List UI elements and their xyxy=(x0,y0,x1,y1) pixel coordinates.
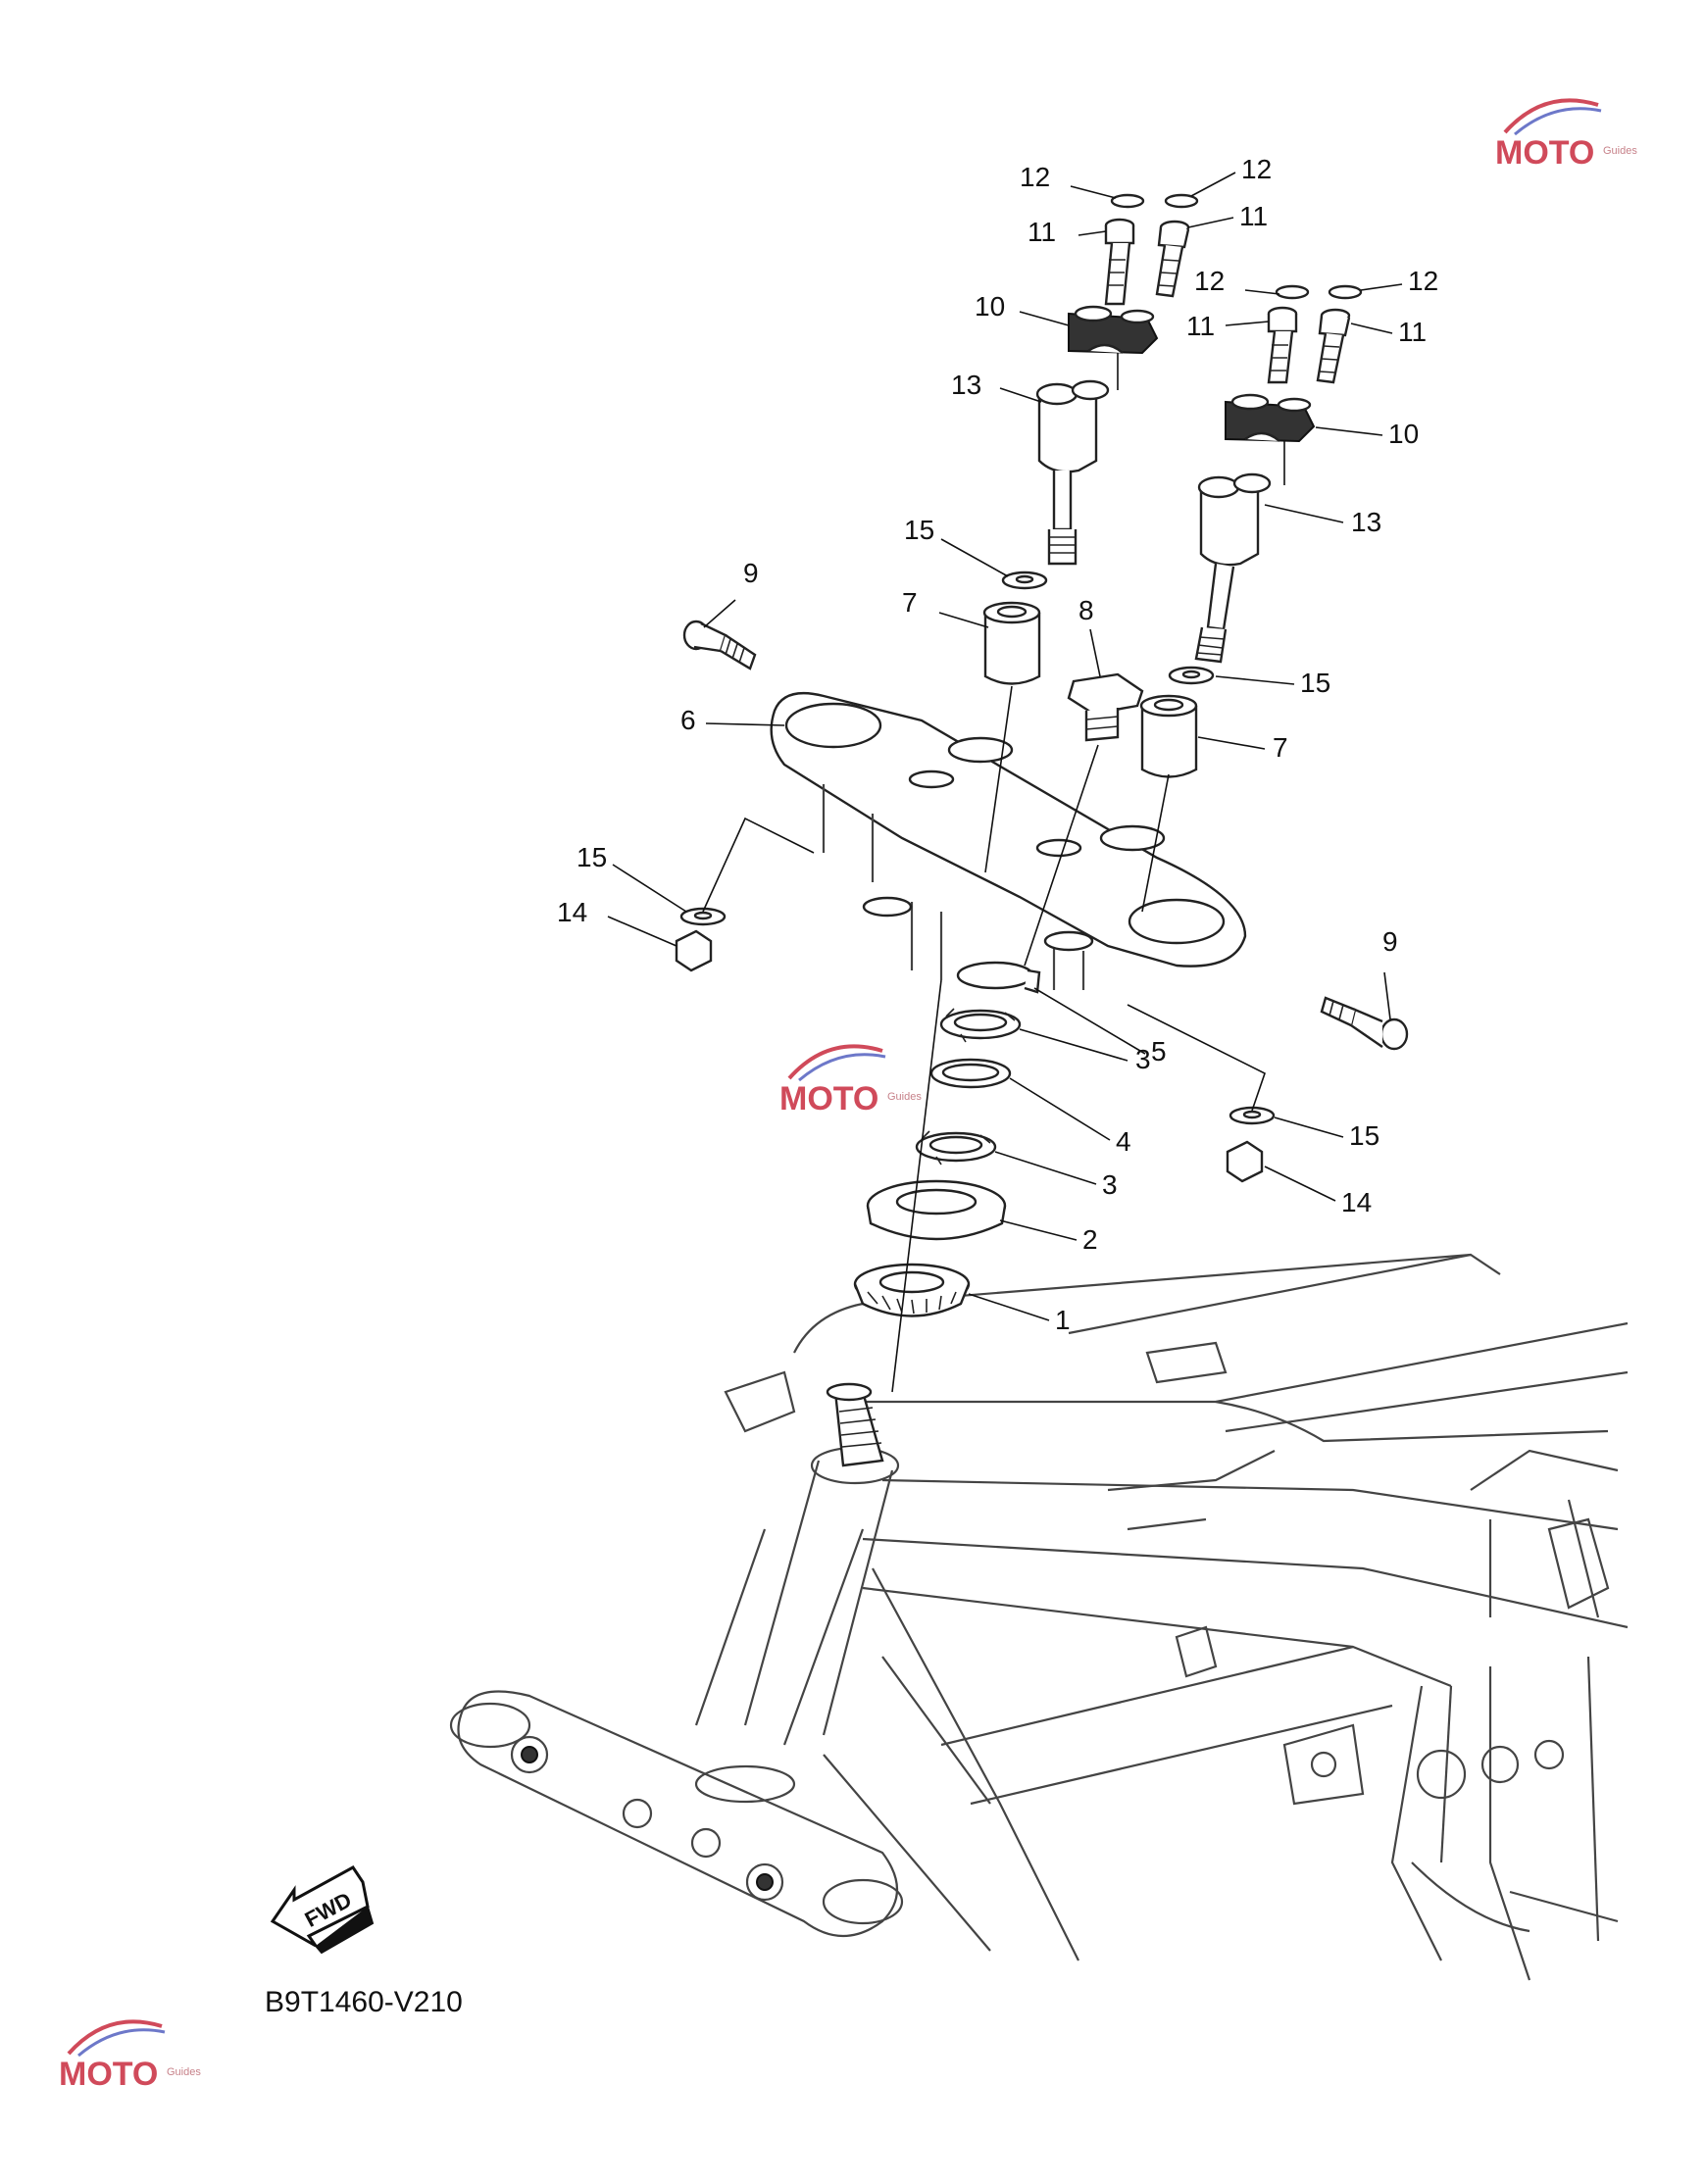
callout-15: 15 xyxy=(577,842,607,872)
callout-14: 14 xyxy=(557,897,587,927)
part-3-ring-nut-upper xyxy=(939,1008,1022,1043)
watermark-sub: Guides xyxy=(1603,145,1637,157)
part-10-clamp-left xyxy=(1068,305,1159,355)
part-15-washer-left-low xyxy=(679,907,727,926)
part-13-riser-left xyxy=(1035,379,1110,566)
watermark-brand: MOTO xyxy=(59,2056,158,2093)
callout-13: 13 xyxy=(1351,507,1381,537)
motorcycle-frame xyxy=(449,1253,1629,1981)
part-5-lock-washer xyxy=(956,961,1041,994)
part-9-bolt-right xyxy=(1320,996,1409,1051)
callout-labels: 12 12 12 12 11 11 11 11 10 10 13 13 15 1… xyxy=(557,154,1438,1335)
callout-15: 15 xyxy=(1300,668,1330,698)
callout-3: 3 xyxy=(1102,1169,1118,1200)
callout-12: 12 xyxy=(1020,162,1050,192)
callout-15: 15 xyxy=(904,515,934,545)
watermark-logo-top-right: MOTO Guides xyxy=(1495,98,1637,172)
callout-10: 10 xyxy=(975,291,1005,322)
callout-11: 11 xyxy=(1028,217,1056,247)
assembly-centerlines xyxy=(702,353,1285,1393)
part-10-clamp-right xyxy=(1225,393,1316,443)
callout-1: 1 xyxy=(1055,1305,1071,1335)
watermark-logo-bottom-left: MOTO Guides xyxy=(59,2019,201,2093)
callout-12: 12 xyxy=(1194,266,1225,296)
callout-6: 6 xyxy=(680,705,696,735)
part-14-nut-left xyxy=(675,929,713,972)
watermark-logo-middle: MOTO Guides xyxy=(779,1044,922,1117)
watermark-sub: Guides xyxy=(167,2066,201,2078)
callout-11: 11 xyxy=(1239,201,1268,231)
callout-12: 12 xyxy=(1408,266,1438,296)
part-11-bolt-4 xyxy=(1316,308,1351,384)
callout-leaders xyxy=(607,172,1403,1321)
part-12-cap-4 xyxy=(1328,284,1363,300)
callout-9: 9 xyxy=(743,558,759,588)
part-4-washer xyxy=(929,1058,1012,1089)
part-14-nut-right xyxy=(1226,1140,1264,1183)
callout-14: 14 xyxy=(1341,1187,1372,1217)
callout-8: 8 xyxy=(1078,595,1094,625)
callout-12: 12 xyxy=(1241,154,1272,184)
fwd-arrow: FWD xyxy=(270,1865,375,1955)
callout-11: 11 xyxy=(1186,311,1215,341)
callout-2: 2 xyxy=(1082,1224,1098,1255)
callout-3: 3 xyxy=(1135,1044,1151,1074)
part-11-bolt-1 xyxy=(1104,218,1135,306)
callout-7: 7 xyxy=(1273,732,1288,763)
part-6-upper-bracket xyxy=(770,691,1247,990)
watermark-brand: MOTO xyxy=(1495,134,1594,172)
part-9-bolt-left xyxy=(682,620,757,670)
part-1-bearing xyxy=(853,1263,971,1317)
callout-13: 13 xyxy=(951,370,981,400)
callout-5: 5 xyxy=(1151,1036,1167,1067)
callout-11: 11 xyxy=(1398,317,1427,347)
part-11-bolt-3 xyxy=(1267,306,1298,384)
callout-7: 7 xyxy=(902,587,918,618)
part-11-bolt-2 xyxy=(1155,220,1190,298)
part-13-riser-right xyxy=(1194,472,1272,664)
part-7-spacer-left xyxy=(982,601,1041,685)
callout-15: 15 xyxy=(1349,1120,1379,1151)
part-7-spacer-right xyxy=(1139,694,1198,778)
watermark-brand: MOTO xyxy=(779,1080,878,1117)
part-12-cap-2 xyxy=(1164,193,1199,209)
diagram-code: B9T1460-V210 xyxy=(265,1986,463,2018)
callout-10: 10 xyxy=(1388,419,1419,449)
part-15-washer-right-high xyxy=(1168,666,1215,685)
part-15-washer-right-low xyxy=(1229,1106,1276,1125)
part-15-washer-left-high xyxy=(1001,571,1048,590)
watermark-sub: Guides xyxy=(887,1091,922,1103)
part-12-cap-3 xyxy=(1275,284,1310,300)
part-8-stem-nut xyxy=(1067,672,1144,742)
part-12-cap-1 xyxy=(1110,193,1145,209)
callout-9: 9 xyxy=(1382,926,1398,957)
part-2-bearing-cup xyxy=(866,1179,1007,1241)
part-3-ring-nut-lower xyxy=(915,1130,997,1166)
callout-4: 4 xyxy=(1116,1126,1131,1157)
